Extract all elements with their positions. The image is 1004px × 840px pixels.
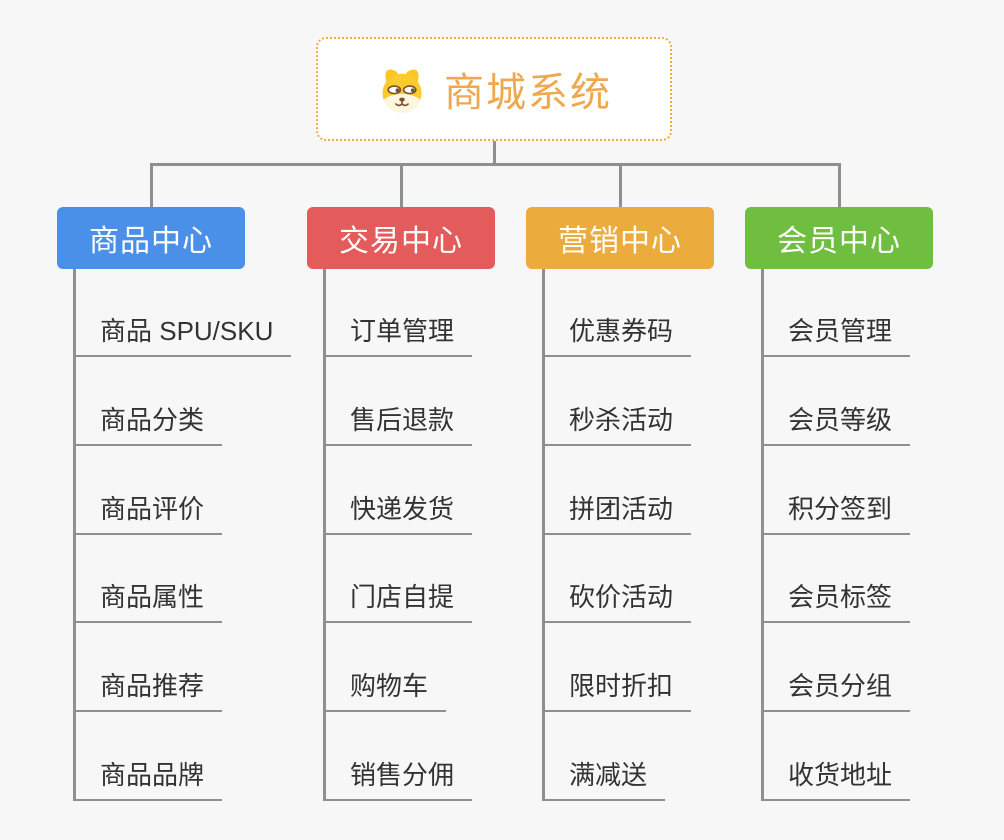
branch-child[interactable]: 商品 SPU/SKU: [73, 313, 292, 357]
branch-child[interactable]: 会员标签: [761, 579, 911, 623]
branch-child[interactable]: 收货地址: [761, 757, 911, 801]
branch-child[interactable]: 快递发货: [323, 491, 473, 535]
connector-line: [399, 163, 403, 207]
branch-child[interactable]: 优惠券码: [542, 313, 692, 357]
branch-child[interactable]: 商品评价: [73, 491, 223, 535]
branch-child[interactable]: 购物车: [323, 668, 447, 712]
branch-child[interactable]: 积分签到: [761, 491, 911, 535]
branch-header[interactable]: 交易中心: [307, 207, 495, 269]
branch-child[interactable]: 会员等级: [761, 402, 911, 446]
branch-child[interactable]: 限时折扣: [542, 668, 692, 712]
branch-child[interactable]: 订单管理: [323, 313, 473, 357]
branch-header[interactable]: 营销中心: [526, 207, 714, 269]
branch-header[interactable]: 会员中心: [745, 207, 933, 269]
connector-line: [837, 163, 841, 207]
branch-child[interactable]: 会员分组: [761, 668, 911, 712]
connector-line: [149, 163, 841, 166]
connector-line: [149, 163, 153, 207]
branch-child[interactable]: 销售分佣: [323, 757, 473, 801]
branch-child[interactable]: 商品推荐: [73, 668, 223, 712]
branch-child[interactable]: 商品属性: [73, 579, 223, 623]
branch-child[interactable]: 拼团活动: [542, 491, 692, 535]
branch-child[interactable]: 秒杀活动: [542, 402, 692, 446]
branch-child[interactable]: 砍价活动: [542, 579, 692, 623]
dog-face-icon: [382, 69, 422, 113]
branch-child[interactable]: 售后退款: [323, 402, 473, 446]
root-node[interactable]: 商城系统: [316, 37, 672, 141]
connector-line: [618, 163, 622, 207]
branch-child[interactable]: 门店自提: [323, 579, 473, 623]
branch-child[interactable]: 商品分类: [73, 402, 223, 446]
branch-child[interactable]: 满减送: [542, 757, 666, 801]
connector-line: [492, 141, 496, 166]
root-title: 商城系统: [444, 71, 612, 115]
branch-child[interactable]: 商品品牌: [73, 757, 223, 801]
branch-header[interactable]: 商品中心: [57, 207, 245, 269]
branch-child[interactable]: 会员管理: [761, 313, 911, 357]
